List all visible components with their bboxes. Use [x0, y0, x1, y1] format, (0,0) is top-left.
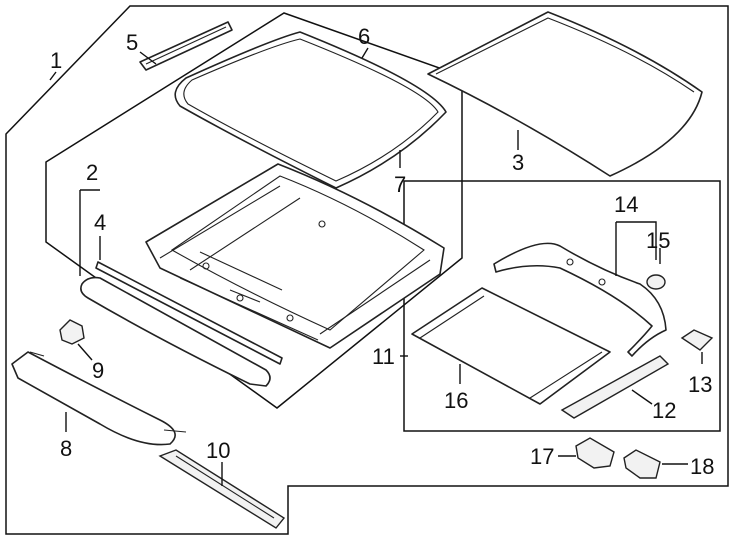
part-14-mechanism [493, 242, 667, 357]
part-6-glass-panel [174, 31, 447, 189]
part-2-panel [80, 276, 271, 387]
part-8-rail [11, 351, 187, 446]
assembly-1-frame [5, 5, 729, 535]
callout-17: 17 [530, 444, 554, 469]
roof-frame [145, 163, 445, 349]
part-15-motor [646, 274, 666, 290]
callout-7: 7 [394, 172, 406, 197]
part-4-seal [95, 261, 283, 365]
callout-2: 2 [86, 160, 98, 185]
callout-1: 1 [50, 48, 62, 73]
part-17-actuator [575, 437, 615, 469]
callout-15: 15 [646, 228, 670, 253]
part-16-sunshade [411, 287, 611, 405]
callout-13: 13 [688, 372, 712, 397]
callout-5: 5 [126, 30, 138, 55]
part-13-clip [680, 329, 714, 351]
callout-8: 8 [60, 436, 72, 461]
part-10-guide-rail [158, 449, 286, 529]
callout-11: 11 [372, 344, 395, 369]
callout-14: 14 [614, 192, 638, 217]
part-5-trim-strip [139, 21, 233, 71]
part-18-actuator [623, 449, 661, 479]
assembly-11-box [403, 180, 721, 432]
callout-6: 6 [358, 24, 370, 49]
assembly-6-frame [45, 12, 463, 409]
callout-3: 3 [512, 150, 524, 175]
callout-10: 10 [206, 438, 230, 463]
callout-4: 4 [94, 210, 106, 235]
part-9-bracket [59, 319, 85, 345]
callout-12: 12 [652, 398, 676, 423]
callout-18: 18 [690, 454, 714, 479]
callout-9: 9 [92, 358, 104, 383]
leader-lines [49, 47, 703, 486]
part-12-shade-rail [560, 355, 670, 419]
callout-16: 16 [444, 388, 468, 413]
part-3-outer-glass [427, 11, 703, 177]
